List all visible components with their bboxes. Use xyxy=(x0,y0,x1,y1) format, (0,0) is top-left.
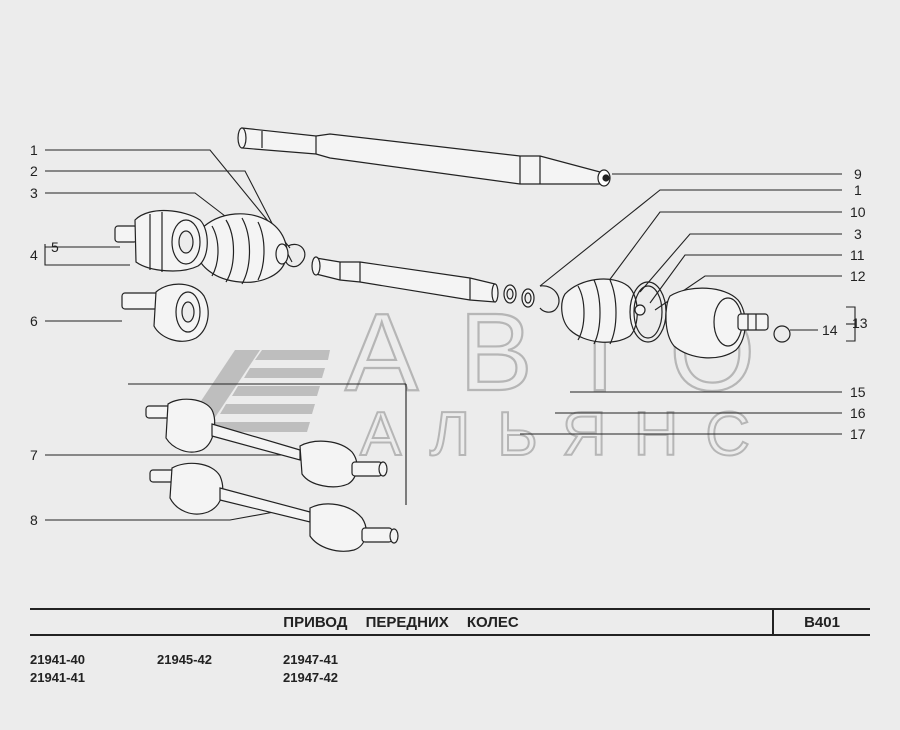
model-code: 21947-42 xyxy=(283,670,338,685)
model-codes: 21941-40 21941-41 21945-42 21947-41 2194… xyxy=(0,650,900,700)
callout-12: 12 xyxy=(850,268,866,284)
callout-10: 10 xyxy=(850,204,866,220)
callout-3-left: 3 xyxy=(30,185,38,201)
callout-9: 9 xyxy=(854,166,862,182)
callout-8: 8 xyxy=(30,512,38,528)
retaining-ring-part-1-left xyxy=(285,243,306,268)
shaft-long-part-9 xyxy=(237,127,611,187)
callout-17: 17 xyxy=(850,426,866,442)
callout-1-left: 1 xyxy=(30,142,38,158)
title-separator xyxy=(772,610,774,634)
diagram-title: ПРИВОД ПЕРЕДНИХ КОЛЕС xyxy=(283,614,519,631)
drive-shaft-assembly-part-8 xyxy=(149,462,399,552)
cv-joint-outer-part-13 xyxy=(665,287,769,359)
rings-middle xyxy=(503,284,535,308)
callout-16: 16 xyxy=(850,405,866,421)
callout-6: 6 xyxy=(30,313,38,329)
callout-labels: 1 2 3 4 5 6 7 8 9 1 10 3 11 12 13 14 15 … xyxy=(30,142,868,528)
model-code: 21941-40 xyxy=(30,652,85,667)
callout-3-right: 3 xyxy=(854,226,862,242)
callout-15: 15 xyxy=(850,384,866,400)
retaining-ring-part-1 xyxy=(539,285,560,313)
callout-13: 13 xyxy=(852,315,868,331)
parts xyxy=(114,127,791,552)
leader-lines xyxy=(44,149,856,521)
model-code: 21947-41 xyxy=(283,652,338,667)
callout-11: 11 xyxy=(850,247,865,263)
cv-joint-inner-part-5 xyxy=(114,209,208,272)
callout-7: 7 xyxy=(30,447,38,463)
cv-joint-outer-part-6 xyxy=(121,283,209,342)
model-code: 21945-42 xyxy=(157,652,212,667)
boot-left-part-2 xyxy=(195,213,289,285)
callout-4: 4 xyxy=(30,247,38,263)
callout-14: 14 xyxy=(822,322,838,338)
boot-right-part-10 xyxy=(561,278,638,345)
drive-shaft-assembly-part-7 xyxy=(145,398,388,488)
lock-ring-part-14 xyxy=(773,325,791,343)
clamp-ring-part-11 xyxy=(629,281,667,343)
callout-1-right: 1 xyxy=(854,182,862,198)
diagram-code: B401 xyxy=(804,614,840,631)
callout-2: 2 xyxy=(30,163,38,179)
callout-5: 5 xyxy=(51,239,59,255)
title-bar: ПРИВОД ПЕРЕДНИХ КОЛЕС B401 xyxy=(30,608,870,636)
shaft-short xyxy=(311,256,499,303)
model-code: 21941-41 xyxy=(30,670,85,685)
